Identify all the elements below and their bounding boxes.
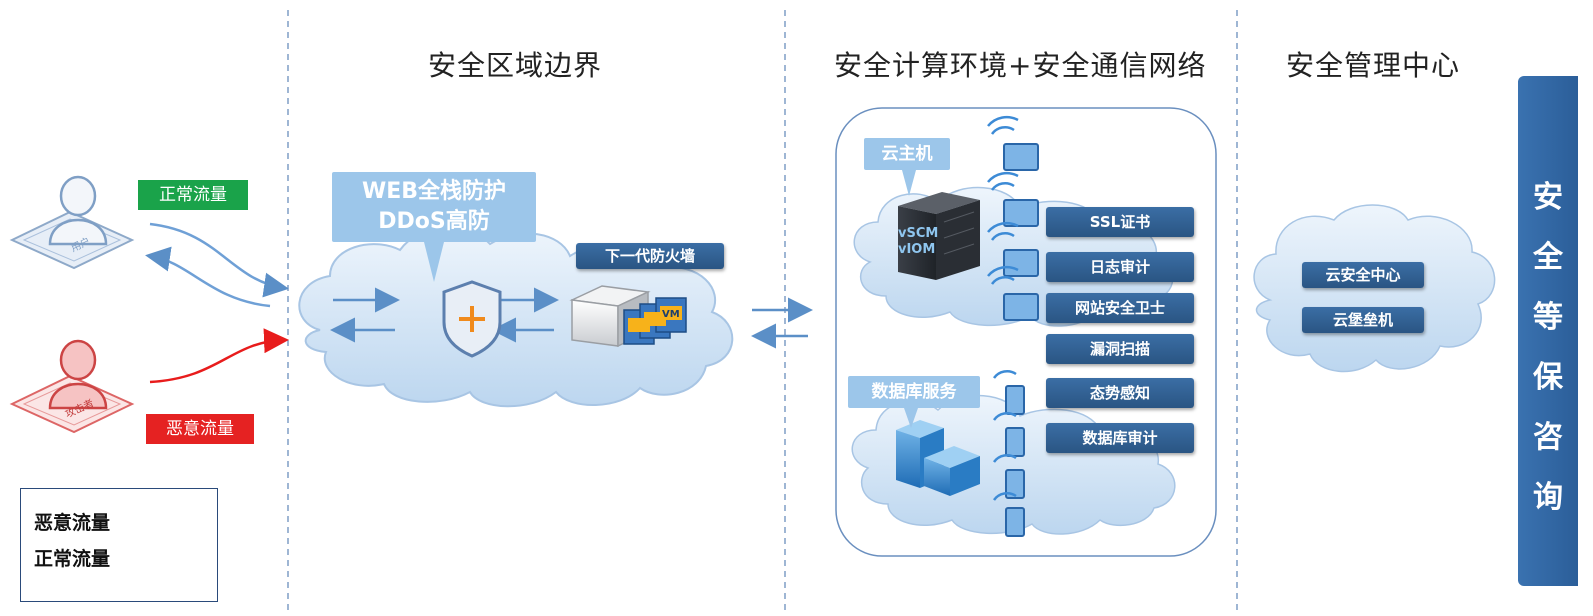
service-situation-awareness: 态势感知 [1046, 378, 1194, 408]
mgmt-cloud-bastion: 云堡垒机 [1302, 307, 1424, 333]
cloud-host-tag: 云主机 [864, 138, 950, 170]
management-cloud [1253, 204, 1496, 373]
side-banner-char: 保 [1533, 360, 1563, 395]
malicious-traffic-badge: 恶意流量 [146, 414, 254, 444]
side-banner-char: 询 [1533, 480, 1563, 515]
attacker-actor-icon [9, 339, 135, 434]
legend-malicious-label: 恶意流量 [34, 512, 111, 534]
callout-line-1: WEB全栈防护 [361, 179, 507, 204]
service-vuln-scan: 漏洞扫描 [1046, 334, 1194, 364]
normal-traffic-badge: 正常流量 [138, 180, 248, 210]
side-banner-consult[interactable]: 安 全 等 保 咨 询 [1518, 76, 1578, 586]
monitor-icon [987, 221, 1039, 277]
monitor-icon [987, 115, 1039, 171]
normal-flow-arrows [145, 222, 289, 308]
boundary-compute-arrows [751, 297, 813, 349]
device-icons-column [987, 115, 1039, 537]
server-label-viom: vIOM [898, 242, 936, 257]
side-banner-char: 等 [1533, 300, 1563, 335]
tablet-icon [992, 492, 1025, 537]
firewall-tag: 下一代防火墙 [576, 243, 724, 269]
cloud-host-pointer [902, 170, 916, 196]
heading-boundary: 安全区域边界 [428, 49, 603, 82]
side-banner-char: 全 [1533, 240, 1563, 275]
tablet-icon [992, 454, 1025, 499]
boundary-cloud [298, 227, 734, 408]
tablet-icon [992, 370, 1025, 415]
side-banner-char: 咨 [1533, 420, 1563, 455]
web-protection-callout: WEB全栈防护 DDoS高防 [332, 172, 536, 242]
callout-line-2: DDoS高防 [378, 209, 490, 234]
database-service-pointer [904, 408, 918, 428]
callout-pointer [424, 242, 444, 282]
legend-normal-label: 正常流量 [34, 548, 111, 570]
monitor-icon [987, 171, 1039, 227]
service-log-audit: 日志审计 [1046, 252, 1194, 282]
vm-chip-icon [623, 297, 687, 345]
heading-management: 安全管理中心 [1286, 49, 1461, 82]
database-service-tag: 数据库服务 [848, 376, 980, 408]
service-website-guard: 网站安全卫士 [1046, 293, 1194, 323]
malicious-flow-arrow [149, 328, 289, 384]
user-actor-icon [9, 175, 135, 270]
monitor-icon [987, 265, 1039, 321]
server-label-vscm: vSCM [898, 226, 939, 241]
mgmt-cloud-security-center: 云安全中心 [1302, 262, 1424, 288]
server-rack-icon [898, 192, 980, 280]
firewall-icon [569, 285, 687, 348]
side-banner-char: 安 [1533, 180, 1563, 215]
database-building-icon [896, 420, 980, 496]
service-db-audit: 数据库审计 [1046, 423, 1194, 453]
boundary-inner-arrows [330, 287, 559, 343]
shield-icon [442, 280, 502, 358]
heading-compute-network: 安全计算环境+安全通信网络 [834, 49, 1207, 82]
service-ssl: SSL证书 [1046, 207, 1194, 237]
vm-label: VM [662, 309, 680, 320]
legend [20, 488, 218, 602]
